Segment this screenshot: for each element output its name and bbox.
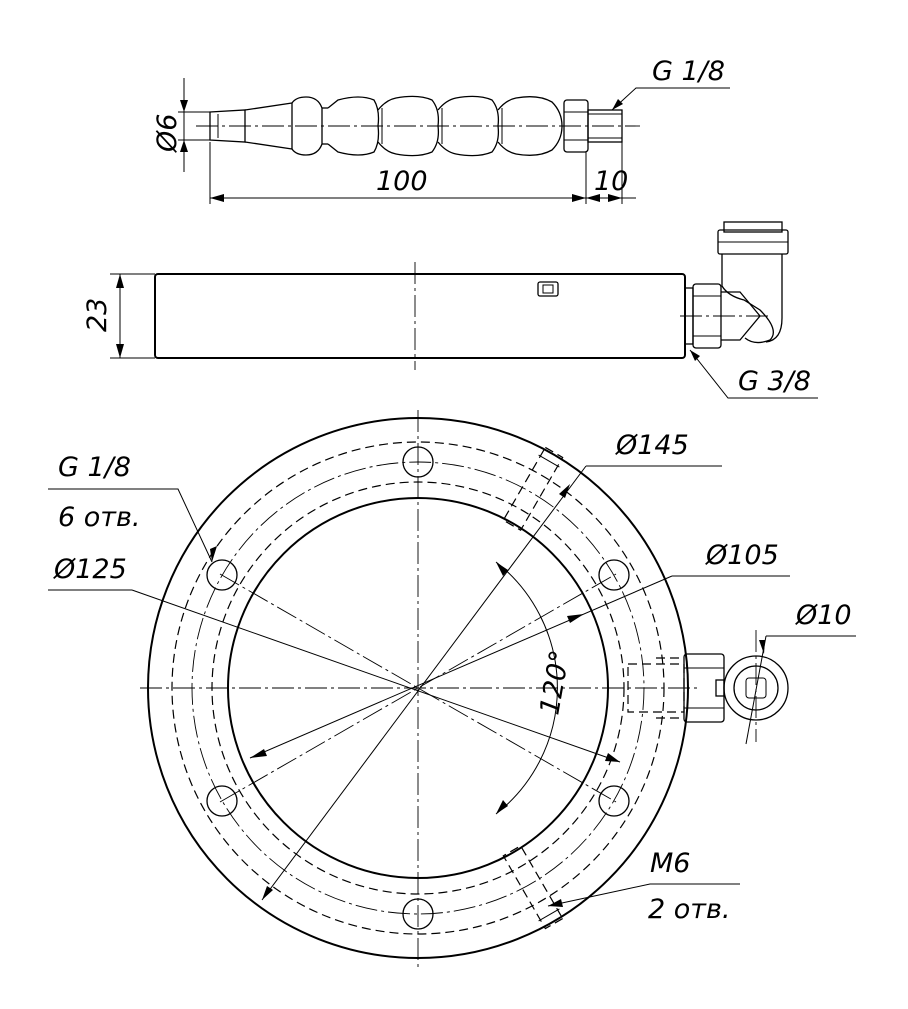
fitting-dia-label: Ø10 [795, 600, 852, 631]
ring-dia-145-label: Ø145 [615, 430, 689, 461]
hose-thread-label: G 1/8 [652, 56, 725, 87]
body-height-label: 23 [82, 298, 113, 332]
screw-thread-label: M6 [650, 848, 690, 879]
port-thread-label: G 1/8 [58, 452, 131, 483]
angle-label: 120° [534, 648, 576, 717]
hose-dia-label: Ø6 [152, 114, 183, 153]
front-view [48, 410, 856, 968]
hose-length-label: 100 [376, 166, 428, 197]
side-view [110, 221, 818, 399]
screw-count-label: 2 отв. [648, 894, 731, 925]
port-count-label: 6 отв. [58, 502, 141, 533]
ring-dia-105-label: Ø105 [705, 540, 779, 571]
hose-view [178, 78, 730, 204]
hose-tip-label: 10 [594, 166, 628, 197]
ring-dia-125-label: Ø125 [53, 554, 127, 585]
fitting-thread-label: G 3/8 [738, 366, 811, 397]
